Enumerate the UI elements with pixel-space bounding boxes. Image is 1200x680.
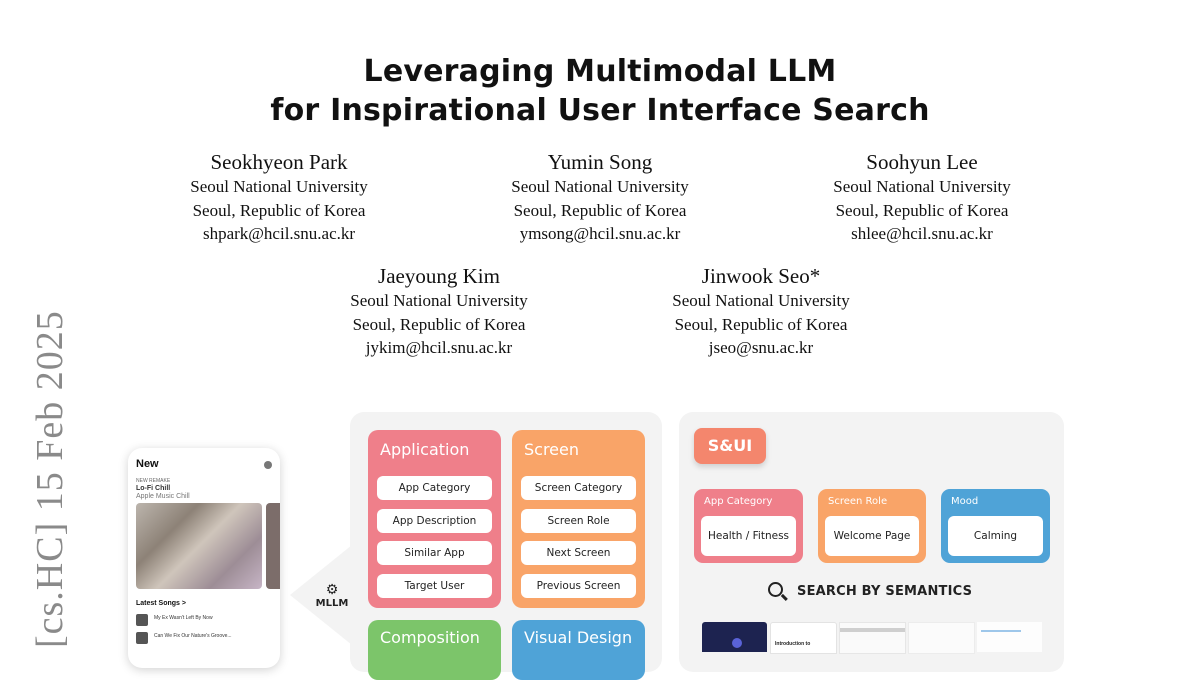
author-block: Jinwook Seo* Seoul National University S… <box>631 264 891 360</box>
phone-screenshot: New NEW REMAKE Lo-Fi Chill Apple Music C… <box>128 448 280 668</box>
attribute-pill: App Category <box>377 476 492 500</box>
author-location: Seoul, Republic of Korea <box>192 200 366 220</box>
profile-icon <box>264 461 272 469</box>
author-email: shlee@hcil.snu.ac.kr <box>851 224 993 243</box>
planet-icon <box>732 638 742 648</box>
author-email: ymsong@hcil.snu.ac.kr <box>519 224 681 243</box>
paper-title: Leveraging Multimodal LLM for Inspiratio… <box>0 52 1200 130</box>
card-title: Visual Design <box>524 628 633 647</box>
author-name: Jinwook Seo* <box>701 264 821 288</box>
author-location: Seoul, Republic of Korea <box>352 314 526 334</box>
result-thumbnail[interactable] <box>839 622 906 654</box>
author-email: shpark@hcil.snu.ac.kr <box>202 224 356 243</box>
feature-title: Lo-Fi Chill <box>136 485 171 492</box>
feature-artwork <box>136 503 262 589</box>
author-location: Seoul, Republic of Korea <box>674 314 848 334</box>
mllm-label: ⚙ MLLM <box>306 582 358 609</box>
author-name: Yumin Song <box>547 150 653 174</box>
search-icon <box>768 582 783 597</box>
attribute-pill: Target User <box>377 574 492 598</box>
feature-subtitle: Apple Music Chill <box>136 493 190 500</box>
author-affiliation: Seoul National University <box>511 177 689 196</box>
author-block: Soohyun Lee Seoul National University Se… <box>792 150 1052 246</box>
tag-value: Calming <box>948 516 1043 556</box>
attribute-pill: Screen Category <box>521 476 636 500</box>
author-affiliation: Seoul National University <box>350 291 528 310</box>
author-email: jseo@snu.ac.kr <box>708 338 814 357</box>
author-affiliation: Seoul National University <box>190 177 368 196</box>
result-accent-bar <box>981 630 1021 632</box>
search-label: SEARCH BY SEMANTICS <box>797 584 973 599</box>
feature-kicker: NEW REMAKE <box>136 478 171 484</box>
result-thumbnail[interactable] <box>702 622 767 652</box>
card-title: Screen <box>524 440 580 459</box>
filter-tag-screen-role[interactable]: Screen Role Welcome Page <box>818 489 926 563</box>
song-title: My Ex Wasn't Left By Now <box>154 615 213 621</box>
attribute-pill: Next Screen <box>521 541 636 565</box>
song-thumbnail <box>136 614 148 626</box>
author-block: Seokhyeon Park Seoul National University… <box>149 150 409 246</box>
latest-songs-label: Latest Songs > <box>136 600 186 607</box>
author-location: Seoul, Republic of Korea <box>835 200 1009 220</box>
filter-tag-mood[interactable]: Mood Calming <box>941 489 1050 563</box>
result-text: Introduction to <box>775 641 811 647</box>
title-line-1: Leveraging Multimodal LLM <box>363 54 837 89</box>
tag-label: Screen Role <box>828 496 888 507</box>
tag-label: App Category <box>704 496 773 507</box>
result-thumbnail[interactable] <box>908 622 975 654</box>
attribute-pill: Similar App <box>377 541 492 565</box>
author-name: Soohyun Lee <box>866 150 978 174</box>
bubble-pointer <box>290 545 352 645</box>
result-header-bar <box>840 628 905 632</box>
card-title: Application <box>380 440 470 459</box>
card-title: Composition <box>380 628 480 647</box>
song-row: Can We Fix Our Nature's Groove... <box>136 632 276 645</box>
author-location: Seoul, Republic of Korea <box>513 200 687 220</box>
song-row: My Ex Wasn't Left By Now <box>136 614 276 627</box>
title-line-2: for Inspirational User Interface Search <box>270 93 930 128</box>
visual-design-card: Visual Design <box>512 620 645 680</box>
feature-artwork-next <box>266 503 280 589</box>
author-name: Seokhyeon Park <box>210 150 348 174</box>
song-title: Can We Fix Our Nature's Groove... <box>154 633 232 639</box>
search-by-semantics-button[interactable]: SEARCH BY SEMANTICS <box>768 582 972 599</box>
tag-value: Welcome Page <box>825 516 919 556</box>
author-affiliation: Seoul National University <box>672 291 850 310</box>
result-thumbnail[interactable] <box>977 622 1042 652</box>
sui-logo: S&UI <box>694 428 766 464</box>
tag-value: Health / Fitness <box>701 516 796 556</box>
author-block: Jaeyoung Kim Seoul National University S… <box>309 264 569 360</box>
attribute-pill: Screen Role <box>521 509 636 533</box>
arxiv-identifier: [cs.HC] 15 Feb 2025 <box>29 310 71 648</box>
screen-card: Screen Screen Category Screen Role Next … <box>512 430 645 608</box>
phone-title: New <box>136 458 159 470</box>
application-card: Application App Category App Description… <box>368 430 501 608</box>
filter-tag-app-category[interactable]: App Category Health / Fitness <box>694 489 803 563</box>
author-affiliation: Seoul National University <box>833 177 1011 196</box>
song-thumbnail <box>136 632 148 644</box>
attribute-pill: Previous Screen <box>521 574 636 598</box>
composition-card: Composition <box>368 620 501 680</box>
tag-label: Mood <box>951 496 979 507</box>
author-block: Yumin Song Seoul National University Seo… <box>470 150 730 246</box>
openai-icon: ⚙ <box>325 582 339 598</box>
mllm-text: MLLM <box>315 598 349 609</box>
attribute-pill: App Description <box>377 509 492 533</box>
author-email: jykim@hcil.snu.ac.kr <box>365 338 513 357</box>
result-thumbnail[interactable]: Introduction to <box>770 622 837 654</box>
author-name: Jaeyoung Kim <box>378 264 500 288</box>
